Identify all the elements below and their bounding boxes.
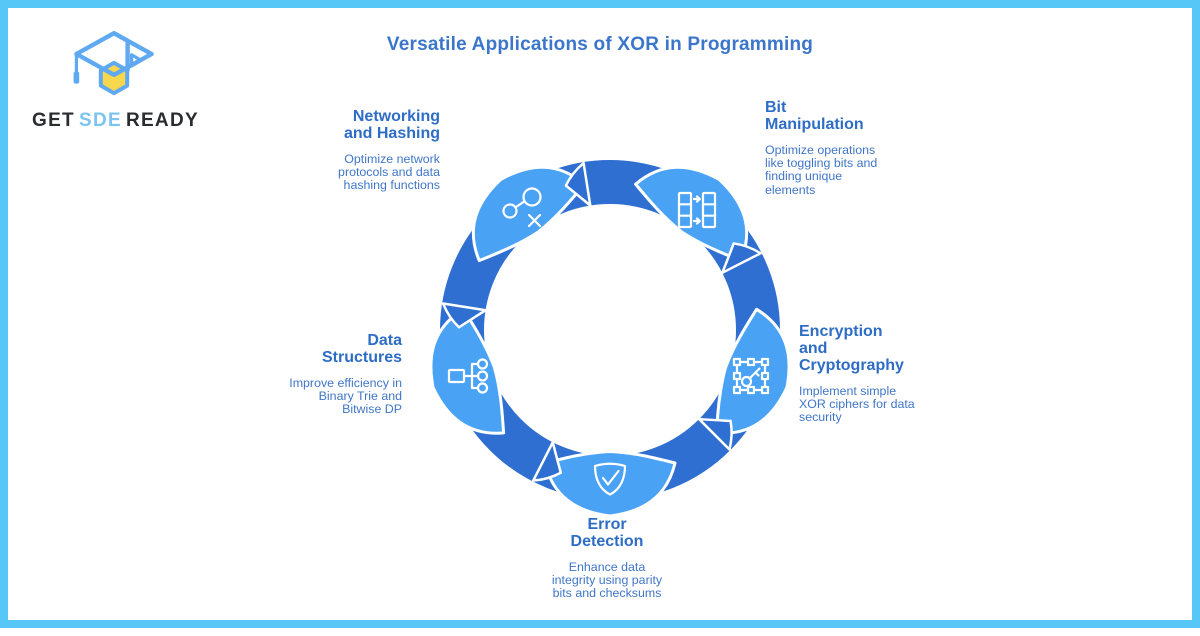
graduation-cap-icon — [73, 31, 154, 96]
segment-networking-label: Networking and Hashing Optimize network … — [220, 108, 440, 193]
xor-cycle-diagram — [411, 139, 809, 518]
segment-error-detection-label: Error Detection Enhance data integrity u… — [487, 516, 727, 601]
segment-description: Improve efficiency in Binary Trie and Bi… — [289, 375, 402, 417]
segment-heading: Networking and Hashing — [343, 108, 440, 142]
segment-description: Enhance data integrity using parity bits… — [551, 559, 663, 601]
segment-description: Optimize operations like toggling bits a… — [765, 142, 878, 197]
brand-sde: SDE — [78, 110, 122, 131]
segment-bit-manipulation-label: Bit Manipulation Optimize operations lik… — [765, 99, 975, 197]
mortarboard-outline — [74, 31, 154, 78]
key-cipher-icon — [732, 357, 770, 395]
segment-heading: Encryption and Cryptography — [799, 323, 904, 374]
hierarchy-tree-icon — [447, 358, 489, 394]
segment-description: Implement simple XOR ciphers for data se… — [799, 383, 915, 425]
brand-ready: READY — [125, 110, 199, 131]
segment-heading: Error Detection — [570, 516, 644, 550]
letter-notch — [130, 53, 143, 68]
segment-data-structures-label: Data Structures Improve efficiency in Bi… — [182, 332, 402, 417]
shield-check-icon — [593, 462, 627, 496]
brand-get: GET — [32, 110, 75, 131]
share-network-icon — [502, 187, 542, 228]
infographic-title: Versatile Applications of XOR in Program… — [386, 34, 814, 55]
tassel-knot — [73, 71, 80, 84]
segment-encryption-label: Encryption and Cryptography Implement si… — [799, 323, 999, 425]
bit-shift-icon — [677, 191, 717, 229]
petal-error-detection — [543, 450, 677, 518]
segment-heading: Bit Manipulation — [765, 99, 864, 133]
segment-heading: Data Structures — [321, 332, 402, 366]
segment-description: Optimize network protocols and data hash… — [338, 151, 440, 193]
